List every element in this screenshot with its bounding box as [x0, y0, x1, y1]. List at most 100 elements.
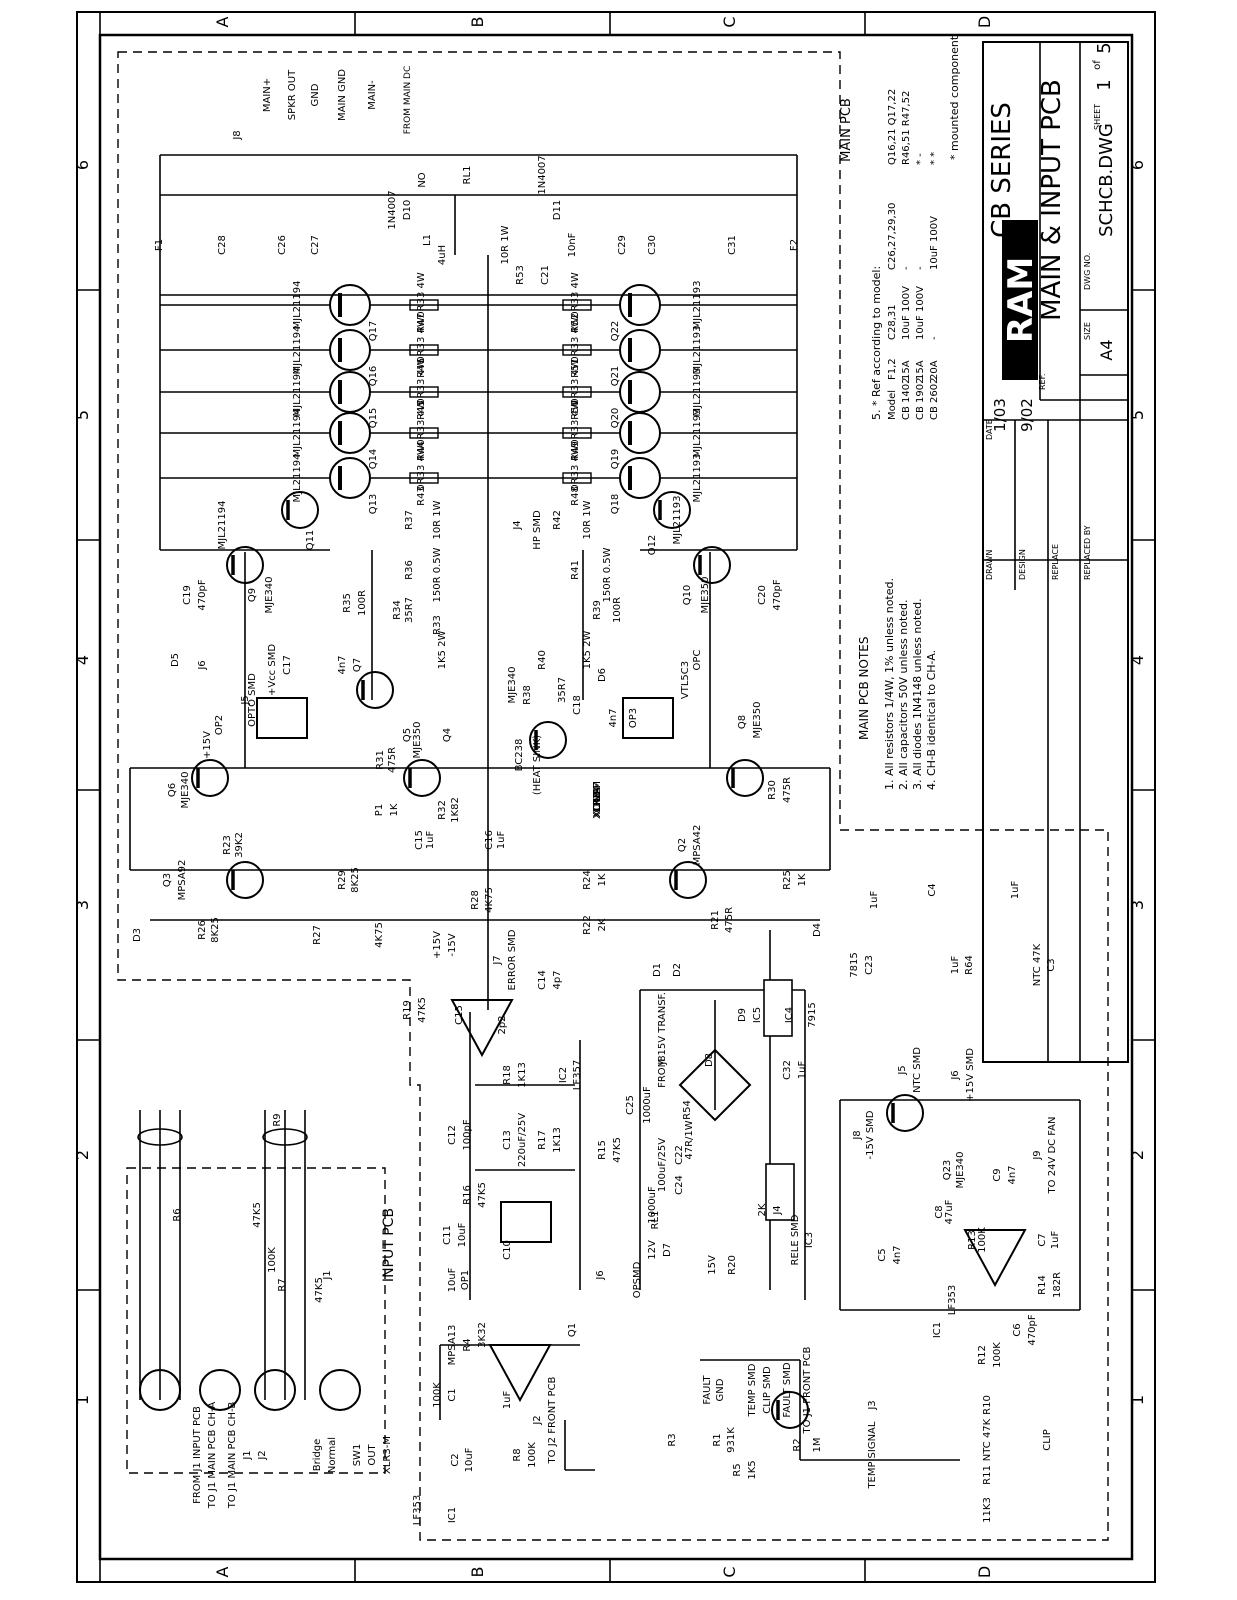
component-label: 1K5 — [747, 1460, 758, 1479]
transistor-ref: Q22 — [610, 321, 621, 342]
connector-pin-label: GND — [310, 83, 321, 106]
component-label: C32 — [782, 1060, 793, 1080]
zone-number-left: 4 — [73, 655, 92, 665]
component-label: XLR3-F — [592, 782, 603, 817]
connector-pin-label: MAIN+ — [262, 78, 273, 112]
component-label: 1uF — [425, 831, 436, 850]
component-label: Q1 — [567, 1323, 578, 1337]
component-label: 10R 1W — [432, 500, 443, 539]
component-label: R5 — [732, 1463, 743, 1476]
transistor-body — [619, 412, 661, 454]
transistor-part: MJL21194 — [292, 368, 303, 417]
connector-pin-label: SPKR OUT — [287, 69, 298, 120]
resistor-value: 0R33 4W — [416, 317, 427, 363]
transistor-part: MJL21194 — [292, 326, 303, 375]
connector-pin-label: MAIN- — [367, 80, 378, 110]
component-label: 1K13 — [552, 1127, 563, 1153]
note-item: 2. All capacitors 50V unless noted. — [897, 599, 910, 790]
component-label: 12V — [647, 1240, 658, 1260]
component-label: 1uF — [797, 1061, 808, 1080]
component-label: 1K13 — [517, 1062, 528, 1088]
small-transistor — [693, 546, 731, 584]
component-label: R30 — [767, 780, 778, 800]
component-label: OP1 — [460, 1270, 471, 1290]
ref-table-cell: CB 1902 — [915, 378, 926, 420]
transistor-part: MJL21194 — [292, 454, 303, 503]
component-label: 1K5 2W — [582, 631, 593, 670]
component-label: C1 — [447, 1388, 458, 1401]
zone-number-right: 4 — [1128, 655, 1147, 665]
component-label: FROM J1 INPUT PCB — [192, 1406, 203, 1504]
component-label: J6 — [197, 660, 208, 670]
resistor-value: 0R33 4W — [570, 445, 581, 491]
replace-label: REPLACE — [1051, 544, 1060, 580]
dwg-number: SCHCB.DWG — [1096, 123, 1117, 237]
component-label: RELE SMD — [790, 1214, 801, 1265]
resistor-value: 0R33 4W — [416, 359, 427, 405]
component-label: Q6 — [167, 783, 178, 797]
component-label: 1000uF — [647, 1186, 658, 1224]
component-label: 7815 — [849, 952, 860, 977]
connector-ref: J8 — [232, 130, 243, 140]
transistor-body — [329, 371, 371, 413]
component-label: 1K — [597, 873, 608, 886]
component-label: 47K5 — [314, 1277, 325, 1303]
component-label: Q2 — [677, 838, 688, 852]
component-label: C20 — [757, 585, 768, 605]
component-label: J8 — [852, 1130, 863, 1140]
component-label: J6 — [950, 1070, 961, 1080]
component-label: C26 — [277, 235, 288, 255]
component-label: J5 — [897, 1065, 908, 1075]
ref-table-cell: * * — [929, 152, 940, 165]
zone-number-left: 6 — [73, 160, 92, 170]
component-label: 1M — [812, 1438, 823, 1453]
sheet-number: 1 — [1094, 79, 1115, 90]
component-label: R15 — [597, 1140, 608, 1160]
component-label: 220uF/25V — [517, 1113, 528, 1167]
component-label: R64 — [964, 955, 975, 975]
zone-letter-bottom: B — [468, 1567, 487, 1578]
component-label: Q10 — [682, 585, 693, 606]
component-label: C16 — [484, 830, 495, 850]
transistor-body — [329, 457, 371, 499]
component-label: R3 — [667, 1433, 678, 1446]
component-label: NTC SMD — [912, 1047, 923, 1093]
zone-number-right: 1 — [1128, 1395, 1147, 1405]
ram-logo: RAM — [1001, 220, 1041, 380]
component-label: J4 — [512, 520, 523, 530]
sheet-label: SHEET — [1093, 104, 1102, 130]
small-transistor — [529, 721, 567, 759]
component-label: D1 — [652, 963, 663, 977]
component-label: C28 — [217, 235, 228, 255]
ref-table-cell: - — [929, 336, 940, 340]
component-label: Bridge — [312, 1439, 323, 1472]
component-label: RL1 — [650, 1211, 661, 1230]
transistor-part: MJL21193 — [692, 409, 703, 458]
component-label: R26 — [197, 920, 208, 940]
resistor-ref: R46 — [416, 358, 427, 378]
component-label: Normal — [327, 1437, 338, 1473]
component-label: 4n7 — [608, 708, 619, 727]
component-label: C29 — [617, 235, 628, 255]
component-label: SW1 — [352, 1444, 363, 1467]
component-label: BC238 — [514, 739, 525, 772]
component-label: C24 — [674, 1175, 685, 1195]
component-label: Q12 — [647, 535, 658, 556]
xlr-connectors — [139, 1369, 361, 1411]
component-label: 10nF — [567, 232, 578, 257]
component-label: R32 — [437, 800, 448, 820]
component-label: 35R7 — [404, 597, 415, 623]
component-label: MPSA13 — [447, 1325, 458, 1366]
component-label: 1uF — [1010, 881, 1021, 900]
ref-table-cell: R46,51 R47,52 — [901, 91, 912, 165]
component-label: NTC 47K — [1032, 943, 1043, 986]
small-transistor — [191, 759, 229, 797]
component-label: ERROR SMD — [507, 929, 518, 990]
of-label: of — [1092, 60, 1103, 70]
component-label: R14 — [1037, 1275, 1048, 1295]
component-label: 4n7 — [337, 655, 348, 674]
component-label: IC4 — [784, 1007, 795, 1023]
